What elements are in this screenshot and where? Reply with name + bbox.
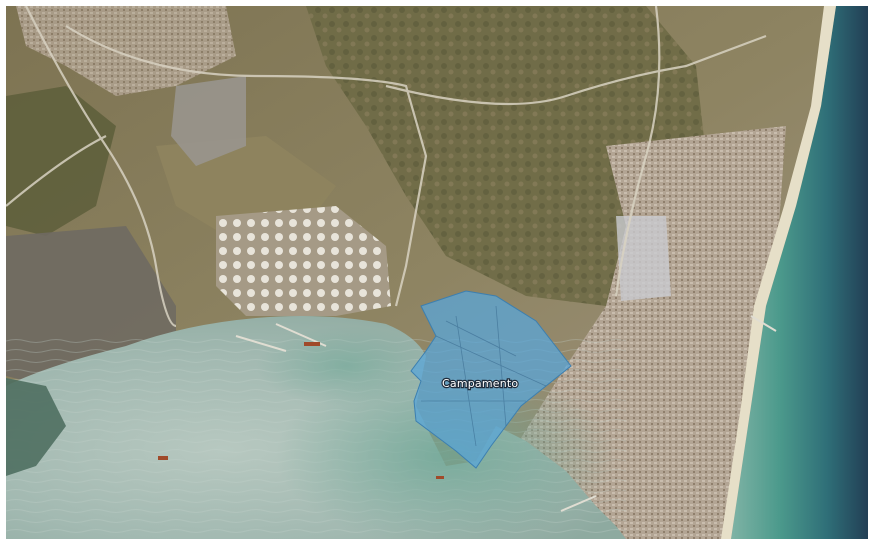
industrial-area-east	[616, 216, 671, 301]
hills-area-west	[6, 86, 116, 236]
bay-shallow-green-north	[256, 326, 436, 406]
ships	[158, 342, 444, 479]
campamento-highlight[interactable]	[410, 290, 572, 469]
bay-shallow-green	[276, 366, 616, 539]
refinery-area	[216, 206, 391, 316]
campamento-label: Campamento	[442, 377, 518, 390]
campamento-streets	[421, 305, 547, 447]
hills-area	[306, 6, 706, 306]
beach-strip	[721, 6, 836, 539]
sea-water	[731, 6, 868, 539]
roads	[6, 6, 767, 328]
inlet-water	[6, 378, 66, 476]
industrial-area-north	[171, 76, 246, 166]
satellite-map[interactable]: Campamento	[6, 6, 868, 539]
